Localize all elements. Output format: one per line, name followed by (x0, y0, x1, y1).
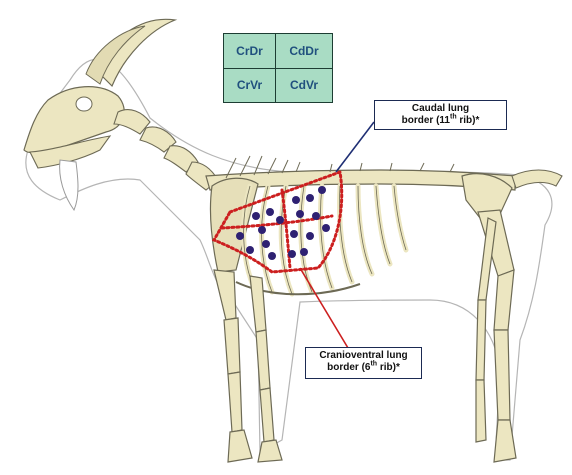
auscultation-point (266, 208, 274, 216)
quadrant-cranio-ventral: CrVr (224, 68, 276, 103)
caudal-callout-suffix: rib)* (457, 115, 480, 126)
eye-orbit (76, 97, 92, 111)
cervical-vertebrae (114, 110, 218, 190)
cranioventral-lung-border-callout: Cranioventral lung border (6th rib)* (305, 347, 422, 379)
caudal-leader-line (336, 122, 374, 172)
auscultation-point (276, 216, 284, 224)
caudal-callout-line2: border (11th rib)* (379, 115, 502, 127)
auscultation-point (322, 224, 330, 232)
lung-quadrant-legend: CrDr CdDr CrVr CdVr (223, 33, 333, 103)
caudal-lung-border-callout: Caudal lung border (11th rib)* (374, 100, 507, 130)
auscultation-point (252, 212, 260, 220)
skull (24, 87, 124, 153)
auscultation-point (258, 226, 266, 234)
cranio-callout-suffix: rib)* (377, 362, 400, 373)
caudal-callout-line1: Caudal lung (379, 103, 502, 115)
quadrant-caudo-ventral: CdVr (275, 68, 332, 103)
auscultation-point (268, 252, 276, 260)
quadrant-caudo-dorsal: CdDr (275, 34, 332, 69)
tail (512, 170, 562, 188)
auscultation-point (300, 248, 308, 256)
caudal-callout-text: border (11 (402, 115, 450, 126)
auscultation-point (306, 232, 314, 240)
auscultation-point (292, 196, 300, 204)
cranio-callout-text: border (6 (327, 362, 370, 373)
auscultation-point (290, 230, 298, 238)
auscultation-point (318, 186, 326, 194)
cranio-callout-line1: Cranioventral lung (310, 350, 417, 362)
beard (60, 160, 78, 210)
cranio-callout-line2: border (6th rib)* (310, 362, 417, 374)
auscultation-point (262, 240, 270, 248)
caudal-callout-ordinal: th (450, 114, 457, 121)
auscultation-point (306, 194, 314, 202)
front-leg (214, 270, 282, 462)
auscultation-point (246, 246, 254, 254)
auscultation-point (288, 250, 296, 258)
quadrant-cranio-dorsal: CrDr (224, 34, 276, 69)
cranioventral-leader-line (300, 268, 348, 348)
hind-leg (476, 210, 516, 462)
auscultation-point (296, 210, 304, 218)
ribs (244, 186, 406, 294)
auscultation-point (312, 212, 320, 220)
auscultation-point (236, 232, 244, 240)
